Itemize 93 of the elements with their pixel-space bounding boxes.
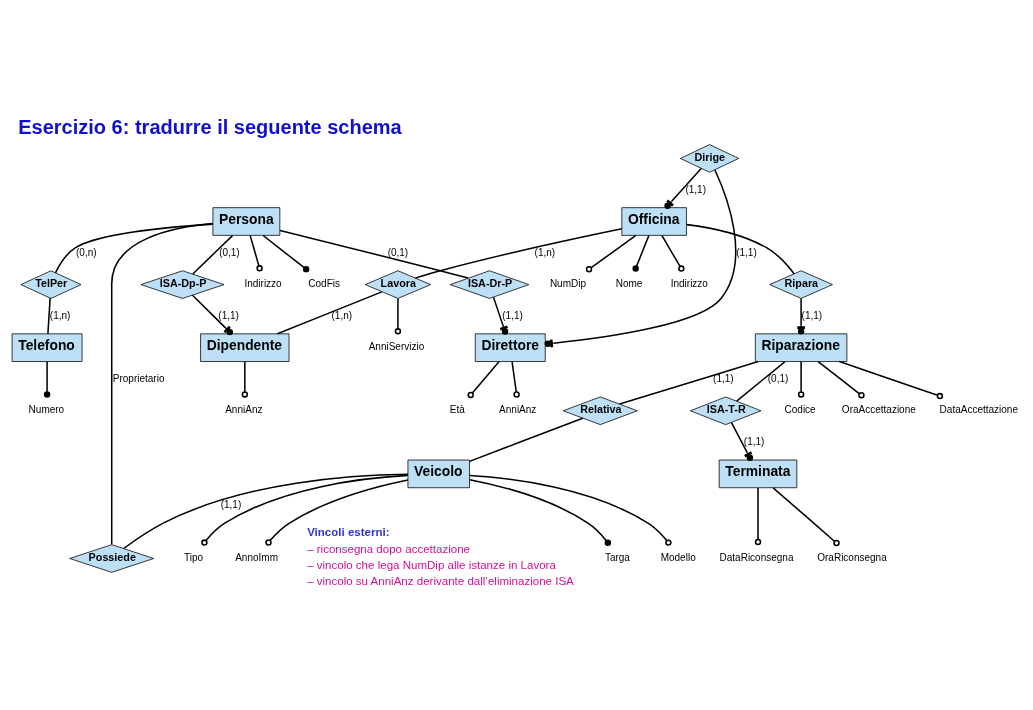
- label: – vincolo che lega NumDip alle istanze in Lavora: [306, 559, 556, 572]
- connector: [46, 297, 51, 335]
- node-text: Codice: [784, 404, 816, 416]
- edge-label: (1,1): [801, 309, 822, 321]
- node-diamond: ISA-Dr-P: [449, 270, 529, 299]
- connector: [468, 417, 583, 463]
- node-box: Telefono: [11, 333, 82, 362]
- diagram-title: Esercizio 6: tradurre il seguente schema: [17, 116, 402, 139]
- node-box: Riparazione: [754, 333, 847, 362]
- node-text: NumDip: [549, 278, 586, 290]
- node-text: Modello: [660, 552, 696, 564]
- node-text: Tipo: [183, 552, 203, 564]
- label: – riconsegna dopo accettazione: [306, 543, 470, 556]
- connector: [468, 478, 611, 546]
- edge-label: (1,1): [712, 372, 734, 384]
- label: Vincoli esterni:: [306, 526, 390, 539]
- connector: [838, 360, 943, 400]
- connector: [264, 479, 409, 546]
- connector: [730, 421, 753, 461]
- connector: [663, 167, 702, 210]
- connector: [394, 297, 401, 335]
- edge-label: (1,1): [684, 183, 706, 195]
- edge-label: (0,1): [767, 372, 788, 384]
- connector: [110, 222, 213, 546]
- node-diamond: Lavora: [364, 270, 431, 299]
- node-diamond: TelPer: [19, 270, 81, 299]
- node-box: Officina: [620, 207, 687, 236]
- connector: [414, 228, 622, 279]
- edge-label: (0,n): [75, 246, 97, 258]
- connector: [248, 234, 263, 272]
- connector: [796, 297, 805, 335]
- node-diamond: ISA-Dp-P: [140, 270, 224, 299]
- edge-label: (1,1): [743, 435, 764, 447]
- node-text: Indirizzo: [243, 278, 282, 290]
- edge-label: (0,1): [387, 246, 408, 258]
- connector: [200, 474, 408, 546]
- node-diamond: Relativa: [562, 396, 638, 425]
- connector: [468, 474, 672, 546]
- node-diamond: Dirige: [679, 144, 739, 173]
- connector: [735, 361, 785, 402]
- node-text: AnniAnz: [224, 404, 262, 416]
- node-text: Numero: [28, 404, 64, 416]
- edge-label: (1,1): [735, 246, 757, 258]
- node-box: Dipendente: [199, 333, 289, 362]
- node-text: DataAccettazione: [939, 404, 1018, 416]
- node-diamond: Possiede: [68, 544, 154, 573]
- node-diamond: Ripara: [768, 270, 833, 299]
- connector: [510, 361, 520, 398]
- edge-label: (1,n): [49, 309, 70, 321]
- node-text: AnnoImm: [234, 552, 278, 564]
- connector: [191, 294, 233, 336]
- node-text: AnniServizio: [368, 341, 424, 353]
- node-text: CodFis: [307, 278, 340, 290]
- connector: [191, 234, 233, 275]
- connector: [685, 223, 795, 275]
- edge-label: (1,n): [330, 309, 352, 321]
- connector: [43, 361, 50, 398]
- connector: [276, 291, 383, 335]
- connector: [618, 360, 759, 405]
- node-box: Persona: [212, 207, 280, 236]
- node-box: Direttore: [474, 333, 546, 362]
- node-text: Indirizzo: [670, 278, 708, 290]
- edge-label: (1,1): [220, 499, 241, 511]
- connector: [241, 361, 248, 398]
- connector: [631, 234, 650, 272]
- node-text: AnniAnz: [498, 404, 536, 416]
- label: – vincolo su AnniAnz derivante dall’eliminazione ISA: [306, 575, 574, 588]
- connector: [54, 223, 213, 274]
- edge-label: (1,n): [534, 246, 555, 258]
- edge-label: (1,1): [501, 309, 523, 321]
- connector: [797, 361, 804, 398]
- node-text: Nome: [615, 278, 642, 290]
- edge-label: (0,1): [218, 246, 240, 258]
- node-box: Veicolo: [407, 459, 470, 489]
- connector: [492, 296, 508, 335]
- connector: [754, 487, 761, 546]
- node-diamond: ISA-T-R: [689, 396, 761, 425]
- node-box: Terminata: [718, 459, 797, 489]
- connector: [816, 360, 865, 399]
- edge-label: (1,1): [217, 309, 239, 321]
- connector: [585, 234, 637, 273]
- node-text: OraAccettazione: [841, 404, 916, 416]
- connector: [278, 229, 469, 279]
- connector: [466, 361, 500, 399]
- connector: [261, 234, 309, 273]
- connector: [771, 487, 840, 547]
- edge-label: Proprietario: [112, 372, 164, 384]
- node-text: Targa: [604, 552, 630, 564]
- node-text: Età: [449, 404, 465, 416]
- node-text: OraRiconsegna: [816, 552, 887, 564]
- connector: [122, 473, 409, 550]
- connector: [660, 234, 685, 272]
- node-text: DataRiconsegna: [719, 552, 793, 564]
